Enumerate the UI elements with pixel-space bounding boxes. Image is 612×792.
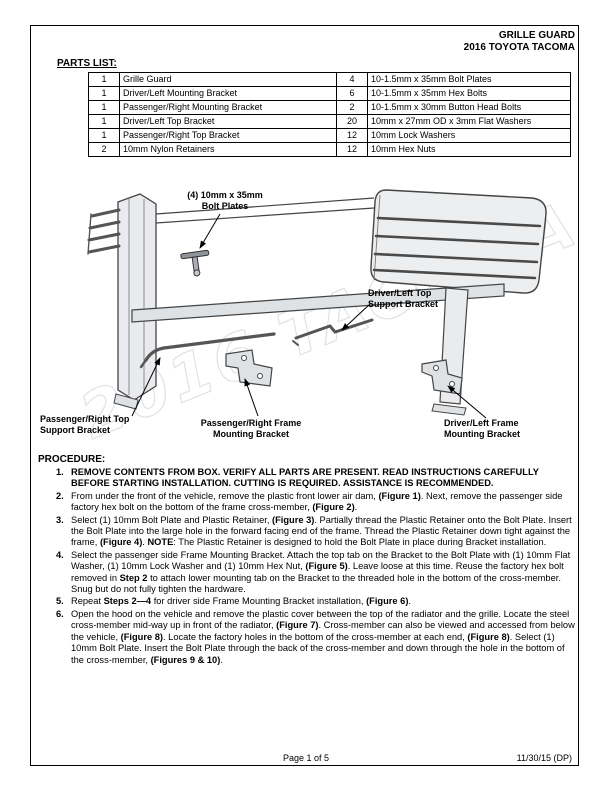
step-number: 4. xyxy=(56,549,64,560)
step-text: Open the hood on the vehicle and remove … xyxy=(71,608,575,665)
title-line-1: GRILLE GUARD xyxy=(498,30,575,41)
step-number: 3. xyxy=(56,514,64,525)
qty-cell: 6 xyxy=(336,86,368,101)
step-number: 1. xyxy=(56,467,64,477)
step-text: Repeat Steps 2—4 for driver side Frame M… xyxy=(71,596,412,607)
callout-line: Mounting Bracket xyxy=(444,428,521,439)
table-row: 2 10mm Nylon Retainers 12 10mm Hex Nuts xyxy=(88,142,571,157)
callout-bolt-plates: (4) 10mm x 35mm Bolt Plates xyxy=(166,190,284,211)
desc-cell: Driver/Left Top Bracket xyxy=(119,114,337,129)
step-text: REMOVE CONTENTS FROM BOX. VERIFY ALL PAR… xyxy=(71,467,539,489)
callout-line: Mounting Bracket xyxy=(212,428,289,439)
desc-cell: 10mm Lock Washers xyxy=(367,128,571,143)
callout-line: Bolt Plates xyxy=(201,200,249,211)
desc-cell: Grille Guard xyxy=(119,72,337,87)
callout-driver-frame-mounting-bracket: Driver/Left Frame Mounting Bracket xyxy=(444,418,556,439)
step-number: 6. xyxy=(56,608,64,619)
guard-top-tube xyxy=(155,197,375,224)
table-row: 1 Passenger/Right Mounting Bracket 2 10-… xyxy=(88,100,571,115)
procedure-heading: PROCEDURE: xyxy=(38,454,106,465)
procedure-step: 4. Select the passenger side Frame Mount… xyxy=(56,550,578,596)
qty-cell: 12 xyxy=(336,128,368,143)
step-text: Select the passenger side Frame Mounting… xyxy=(71,549,571,595)
document-title: GRILLE GUARD 2016 TOYOTA TACOMA xyxy=(464,30,575,54)
table-row: 1 Driver/Left Mounting Bracket 6 10-1.5m… xyxy=(88,86,571,101)
desc-cell: 10-1.5mm x 30mm Button Head Bolts xyxy=(367,100,571,115)
parts-table: 1 Grille Guard 4 10-1.5mm x 35mm Bolt Pl… xyxy=(88,72,571,157)
title-line-2: 2016 TOYOTA TACOMA xyxy=(463,42,575,53)
callout-line: Passenger/Right Frame xyxy=(200,418,302,428)
guard-crossbar xyxy=(131,283,505,323)
callout-line: (4) 10mm x 35mm xyxy=(187,190,263,200)
step-text: Select (1) 10mm Bolt Plate and Plastic R… xyxy=(71,514,572,548)
desc-cell: Driver/Left Mounting Bracket xyxy=(119,86,337,101)
callout-line: Support Bracket xyxy=(368,298,439,309)
callout-passenger-frame-mounting-bracket: Passenger/Right Frame Mounting Bracket xyxy=(192,418,310,439)
driver-top-support-bracket-part xyxy=(292,318,374,346)
step-text: From under the front of the vehicle, rem… xyxy=(71,490,563,513)
qty-cell: 1 xyxy=(88,72,120,87)
callout-line: Passenger/Right Top xyxy=(40,414,130,424)
parts-list-heading: PARTS LIST: xyxy=(57,58,117,69)
table-row: 1 Grille Guard 4 10-1.5mm x 35mm Bolt Pl… xyxy=(88,72,571,87)
footer-revision-date: 11/30/15 (DP) xyxy=(516,753,572,763)
qty-cell: 2 xyxy=(336,100,368,115)
qty-cell: 4 xyxy=(336,72,368,87)
desc-cell: 10mm Hex Nuts xyxy=(367,142,571,157)
procedure-step: 5. Repeat Steps 2—4 for driver side Fram… xyxy=(56,596,578,607)
qty-cell: 1 xyxy=(88,100,120,115)
qty-cell: 1 xyxy=(88,86,120,101)
page-border xyxy=(30,25,579,766)
guard-brush-fins xyxy=(87,208,121,255)
callout-driver-top-support-bracket: Driver/Left Top Support Bracket xyxy=(368,288,464,309)
callout-line: Driver/Left Top xyxy=(368,288,432,298)
callout-line: Support Bracket xyxy=(40,424,111,435)
callout-passenger-top-support-bracket: Passenger/Right Top Support Bracket xyxy=(40,414,144,435)
procedure-step: 2. From under the front of the vehicle, … xyxy=(56,491,578,514)
table-row: 1 Passenger/Right Top Bracket 12 10mm Lo… xyxy=(88,128,571,143)
bolt-plate-part xyxy=(180,249,210,277)
procedure-step: 6. Open the hood on the vehicle and remo… xyxy=(56,609,578,666)
qty-cell: 1 xyxy=(88,114,120,129)
desc-cell: 10mm Nylon Retainers xyxy=(119,142,337,157)
qty-cell: 20 xyxy=(336,114,368,129)
passenger-frame-mounting-bracket-part xyxy=(225,349,273,387)
procedure-step: 1. REMOVE CONTENTS FROM BOX. VERIFY ALL … xyxy=(56,467,578,490)
footer-page-number: Page 1 of 5 xyxy=(282,753,330,763)
procedure-section: PROCEDURE: 1. REMOVE CONTENTS FROM BOX. … xyxy=(38,454,578,667)
qty-cell: 1 xyxy=(88,128,120,143)
procedure-step: 3. Select (1) 10mm Bolt Plate and Plasti… xyxy=(56,515,578,549)
step-number: 5. xyxy=(56,596,64,607)
desc-cell: 10-1.5mm x 35mm Bolt Plates xyxy=(367,72,571,87)
callout-line: Driver/Left Frame xyxy=(444,418,519,428)
qty-cell: 12 xyxy=(336,142,368,157)
desc-cell: 10-1.5mm x 35mm Hex Bolts xyxy=(367,86,571,101)
passenger-top-support-bracket-part xyxy=(139,332,276,369)
guard-headlight-cage xyxy=(370,189,547,294)
qty-cell: 2 xyxy=(88,142,120,157)
step-number: 2. xyxy=(56,490,64,501)
grille-guard-illustration: 2016 TACOMA xyxy=(69,186,578,452)
guard-left-upright xyxy=(113,193,157,410)
callout-arrows xyxy=(131,213,487,419)
exploded-diagram: 2016 TACOMA xyxy=(34,168,578,452)
desc-cell: Passenger/Right Top Bracket xyxy=(119,128,337,143)
table-row: 1 Driver/Left Top Bracket 20 10mm x 27mm… xyxy=(88,114,571,129)
desc-cell: Passenger/Right Mounting Bracket xyxy=(119,100,337,115)
desc-cell: 10mm x 27mm OD x 3mm Flat Washers xyxy=(367,114,571,129)
